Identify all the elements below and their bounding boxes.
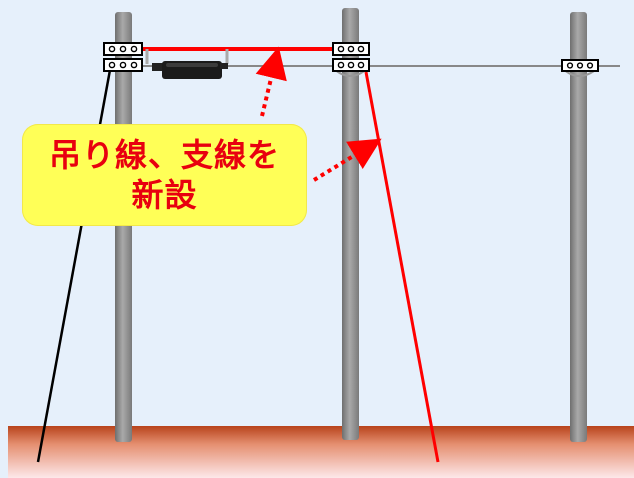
clamp-bracket-left-lower [103,58,143,72]
clamp-bracket-middle-upper [332,42,370,56]
utility-pole-right [570,12,587,442]
utility-pole-left [115,12,132,442]
clamp-bracket-left-upper [103,42,143,56]
callout-line-2: 新設 [131,176,198,214]
arrow-to-suspension-wire [255,46,287,117]
new-guy-wire [364,71,440,463]
utility-pole-middle [342,8,359,440]
clamp-bracket-middle-lower [332,58,370,72]
arrow-to-guy-wire [312,138,382,182]
new-installation-callout: 吊り線、支線を 新設 [22,124,307,226]
callout-line-1: 吊り線、支線を [48,136,280,174]
equipment-connector-right [220,63,228,69]
ground [8,426,634,478]
clamp-bracket-right [561,59,599,72]
equipment-box-highlight [166,63,218,67]
equipment-connector-left [152,63,164,71]
